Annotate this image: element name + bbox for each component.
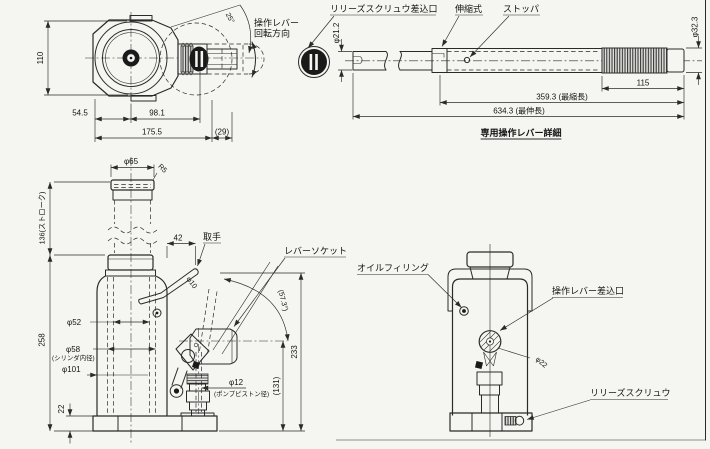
label-release-screw: リリーズスクリュウ <box>590 387 671 398</box>
lever-detail-caption: 専用操作レバー詳細 <box>480 127 561 138</box>
dim-ram-dia: φ52 <box>67 318 82 327</box>
dim-175-5: 175.5 <box>142 128 163 137</box>
label-lever-port: 操作レバー差込口 <box>552 285 624 296</box>
front-view: 取手 レバーソケット φ10 (57.3°) R5 φ65 136(ストローク)… <box>38 157 347 444</box>
dim-extended: 634.3 (最伸長) <box>493 106 545 116</box>
top-view: 25° 操作レバー 回転方向 110 54.5 98.1 175.5 (29) <box>36 4 299 142</box>
dim-total-height: 258 <box>38 333 47 347</box>
dim-handle-dia: φ10 <box>185 275 200 291</box>
lever-labels: リリーズスクリュウ差込口 伸縮式 ストッパ <box>307 3 540 58</box>
dim-retracted: 359.3 (最縮長) <box>536 92 588 102</box>
dim-socket-height2: (131) <box>272 376 281 395</box>
rotation-label-line2: 回転方向 <box>254 28 290 39</box>
side-view-labels: オイルフィリング 操作レバー差込口 φ22 リリーズスクリュウ <box>357 262 671 420</box>
dim-98-1: 98.1 <box>149 109 165 118</box>
dim-grip-dia: φ32.3 <box>691 16 700 37</box>
release-screw <box>504 416 517 426</box>
top-view-angle: 25° <box>224 11 237 25</box>
front-view-dimensions: φ65 136(ストローク) 258 22 φ52 φ58 (シリンダ内径) φ… <box>38 157 305 444</box>
side-view-geometry <box>447 244 533 437</box>
dim-pump-dia: φ12 <box>229 378 244 387</box>
top-view-dimensions: 110 54.5 98.1 175.5 (29) <box>36 20 233 142</box>
dim-stroke: 136(ストローク) <box>38 192 47 245</box>
dim-saddle-radius: R5 <box>156 162 169 175</box>
lever-geometry <box>298 46 702 78</box>
dim-lever-angle: (57.3°) <box>276 289 290 312</box>
front-view-labels: 取手 レバーソケット φ10 (57.3°) R5 <box>152 162 347 327</box>
note-cylinder: (シリンダ内径) <box>52 353 95 362</box>
side-view: オイルフィリング 操作レバー差込口 φ22 リリーズスクリュウ <box>357 244 671 437</box>
lever-detail-view: リリーズスクリュウ差込口 伸縮式 ストッパ φ21.2 φ32.3 115 35… <box>298 3 702 140</box>
dim-54-5: 54.5 <box>72 109 88 118</box>
label-release-screw-port: リリーズスクリュウ差込口 <box>330 3 438 14</box>
dim-29: (29) <box>215 128 230 137</box>
dim-saddle-dia: φ65 <box>124 157 139 166</box>
dim-body-dia: φ101 <box>62 365 81 374</box>
lever-dimensions: φ21.2 φ32.3 115 359.3 (最縮長) 634.3 (最伸長) <box>332 16 702 120</box>
rotation-direction-arrow <box>251 41 257 78</box>
label-stopper: ストッパ <box>503 4 539 14</box>
label-handle: 取手 <box>203 231 221 242</box>
dim-port-dia: φ22 <box>534 355 549 370</box>
dim-110: 110 <box>36 51 45 64</box>
note-pump: (ポンプピストン径) <box>214 389 269 398</box>
dim-handle-offset: 42 <box>174 234 183 243</box>
top-view-geometry <box>85 4 265 104</box>
dim-base-height: 22 <box>57 404 66 413</box>
dim-shaft-dia: φ21.2 <box>332 22 341 43</box>
dim-socket-height: 233 <box>290 345 299 359</box>
label-telescopic: 伸縮式 <box>455 3 482 14</box>
sheet-frame <box>336 0 706 441</box>
label-lever-socket: レバーソケット <box>284 246 347 256</box>
front-view-geometry <box>92 157 290 443</box>
dim-115: 115 <box>637 79 650 88</box>
dim-cylinder-dia: φ58 <box>66 345 81 354</box>
label-oil-filling: オイルフィリング <box>357 262 429 273</box>
rotation-label-line1: 操作レバー <box>254 17 299 28</box>
stopper-pin <box>463 56 471 64</box>
